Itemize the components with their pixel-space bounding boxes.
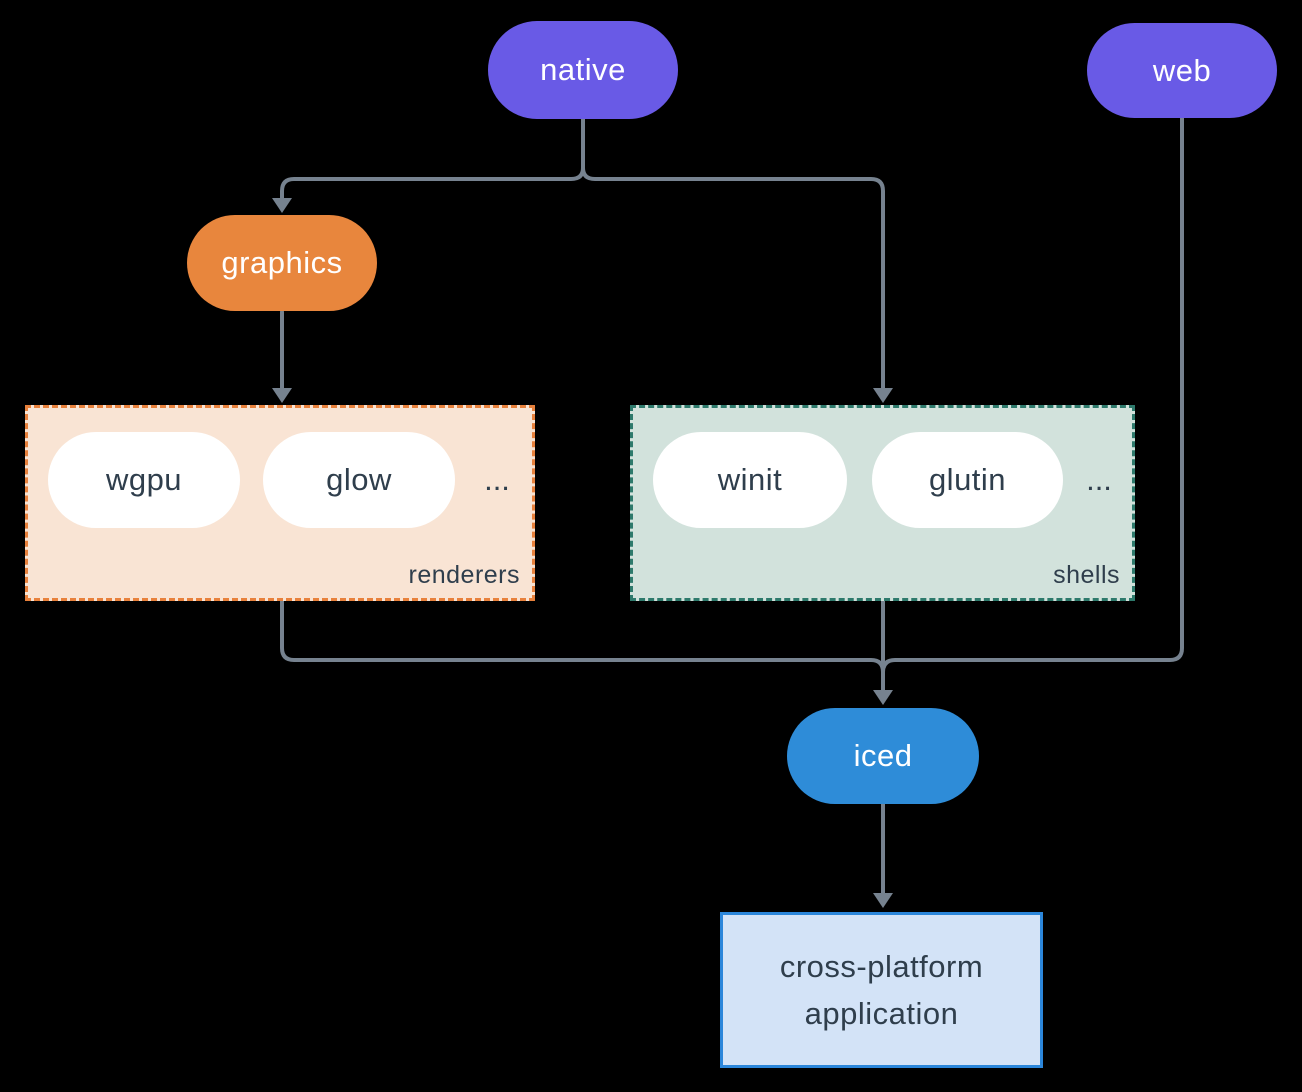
node-application: cross-platform application [720,912,1043,1068]
node-glow-label: glow [326,462,392,497]
node-glutin: glutin [872,432,1063,528]
node-native: native [488,21,678,119]
node-graphics-label: graphics [221,245,343,280]
node-native-label: native [540,52,626,87]
node-iced-label: iced [853,738,913,773]
node-application-line1: cross-platform [779,949,984,984]
node-web-label: web [1152,52,1212,88]
edge-web-iced [881,116,1184,674]
group-renderers-label: renderers [408,561,520,589]
node-graphics: graphics [187,215,377,311]
arrowhead-graphics [272,198,292,213]
node-winit: winit [653,432,847,528]
group-renderers: wgpu glow ... renderers [25,405,535,601]
node-wgpu-label: wgpu [105,462,183,497]
group-shells: winit glutin ... shells [630,405,1135,601]
node-iced: iced [787,708,979,804]
arrowhead-iced [873,690,893,705]
node-wgpu: wgpu [48,432,240,528]
node-application-line2: application [804,996,959,1031]
shells-ellipsis: ... [1086,462,1112,497]
edge-native-graphics [280,166,585,201]
node-web: web [1087,23,1277,118]
arrowhead-shells [873,388,893,403]
arrowhead-renderers [272,388,292,403]
edge-renderers-iced [280,599,885,693]
node-winit-label: winit [717,462,783,497]
group-shells-label: shells [1053,561,1120,589]
renderers-ellipsis: ... [484,462,510,497]
node-glutin-label: glutin [928,462,1007,497]
node-glow: glow [263,432,455,528]
arrowhead-application [873,893,893,908]
edge-native-shells [581,166,885,391]
